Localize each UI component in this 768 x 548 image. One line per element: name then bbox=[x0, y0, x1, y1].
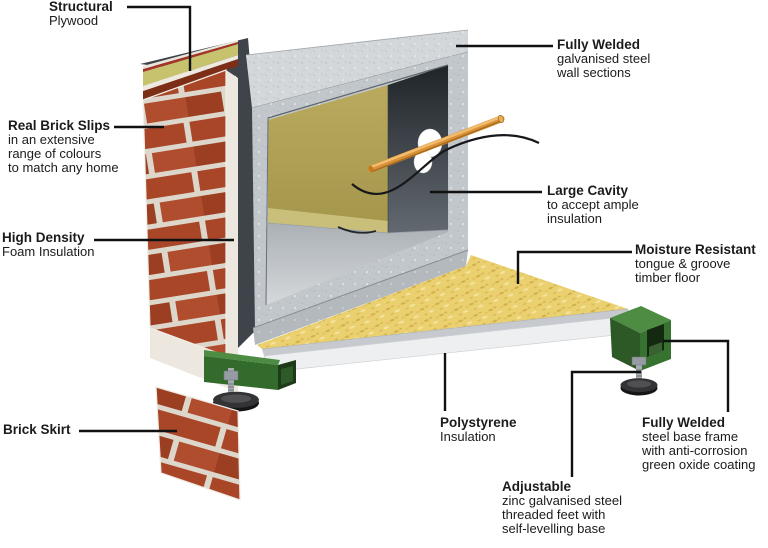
floor-deck bbox=[257, 255, 636, 373]
leader-structural bbox=[127, 5, 192, 71]
label-line: insulation bbox=[547, 211, 602, 226]
label-line: threaded feet with bbox=[502, 507, 606, 522]
label-title: Polystyrene bbox=[440, 415, 517, 430]
pipe-tip bbox=[368, 165, 374, 173]
label-line: timber floor bbox=[635, 270, 701, 285]
label-line: to match any home bbox=[8, 160, 119, 175]
label-polystyrene: Polystyrene Insulation bbox=[440, 416, 517, 444]
label-line: wall sections bbox=[557, 65, 631, 80]
label-title: Fully Welded bbox=[557, 37, 641, 52]
label-adjustable-feet: Adjustable zinc galvanised steel threade… bbox=[502, 480, 622, 536]
foam-insulation-layer bbox=[226, 70, 238, 392]
label-fully-welded-wall: Fully Welded galvanised steel wall secti… bbox=[557, 38, 650, 80]
foot-nut bbox=[223, 370, 239, 381]
label-line: to accept ample bbox=[547, 197, 639, 212]
label-line: range of colours bbox=[8, 146, 102, 161]
frame-shadow-side bbox=[140, 38, 256, 348]
brick-skirt-panel bbox=[155, 386, 241, 501]
label-line: Insulation bbox=[440, 429, 496, 444]
leader-lines bbox=[79, 5, 730, 477]
cable-on-floor bbox=[337, 226, 377, 234]
label-title: Large Cavity bbox=[547, 183, 629, 198]
foot-nut bbox=[631, 356, 647, 366]
service-cable bbox=[351, 134, 540, 195]
service-pipe bbox=[367, 115, 505, 173]
label-line: in an extensive bbox=[8, 132, 95, 147]
label-title: Moisture Resistant bbox=[635, 242, 756, 257]
label-moisture-resistant: Moisture Resistant tongue & groove timbe… bbox=[635, 243, 756, 285]
label-line: zinc galvanised steel bbox=[502, 493, 622, 508]
label-structural-plywood: Structural Plywood bbox=[49, 0, 113, 28]
label-title: Real Brick Slips bbox=[8, 118, 111, 133]
foot-base-disc bbox=[221, 394, 251, 403]
label-title: Adjustable bbox=[502, 479, 572, 494]
label-large-cavity: Large Cavity to accept ample insulation bbox=[547, 184, 639, 226]
label-line: Foam Insulation bbox=[2, 244, 95, 259]
label-high-density-foam: High Density Foam Insulation bbox=[2, 231, 95, 259]
label-real-brick-slips: Real Brick Slips in an extensive range o… bbox=[8, 119, 119, 175]
label-line: self-levelling base bbox=[502, 521, 606, 536]
label-line: steel base frame bbox=[642, 429, 739, 444]
wall-cladding-layers bbox=[140, 38, 256, 392]
label-title: Structural bbox=[49, 0, 113, 14]
brick-top-edge bbox=[143, 59, 238, 100]
leader-moisture-resistant bbox=[516, 250, 632, 284]
leader-adjustable bbox=[570, 370, 641, 477]
leader-fully-welded-base bbox=[663, 339, 730, 412]
base-frame-left-rail bbox=[204, 350, 296, 390]
label-title: Fully Welded bbox=[642, 415, 726, 430]
label-title: Brick Skirt bbox=[3, 422, 71, 437]
foot-base-disc bbox=[627, 380, 651, 388]
label-line: tongue & groove bbox=[635, 256, 731, 271]
steel-frame bbox=[245, 29, 469, 345]
base-frame-corner bbox=[610, 306, 671, 371]
label-line: Plywood bbox=[49, 13, 99, 28]
label-brick-skirt: Brick Skirt bbox=[3, 423, 71, 437]
brick-cladding bbox=[142, 69, 227, 357]
pipe-end-cap bbox=[497, 115, 505, 123]
label-line: with anti-corrosion bbox=[642, 443, 748, 458]
adjustable-foot-left bbox=[213, 368, 259, 412]
label-line: galvanised steel bbox=[557, 51, 651, 66]
floor-steel-edge bbox=[262, 309, 631, 356]
label-fully-welded-base: Fully Welded steel base frame with anti-… bbox=[642, 416, 755, 472]
label-title: High Density bbox=[2, 230, 85, 245]
foam-top-edge bbox=[143, 55, 238, 91]
label-line: green oxide coating bbox=[642, 457, 756, 472]
cavity-back-panel bbox=[268, 85, 388, 233]
